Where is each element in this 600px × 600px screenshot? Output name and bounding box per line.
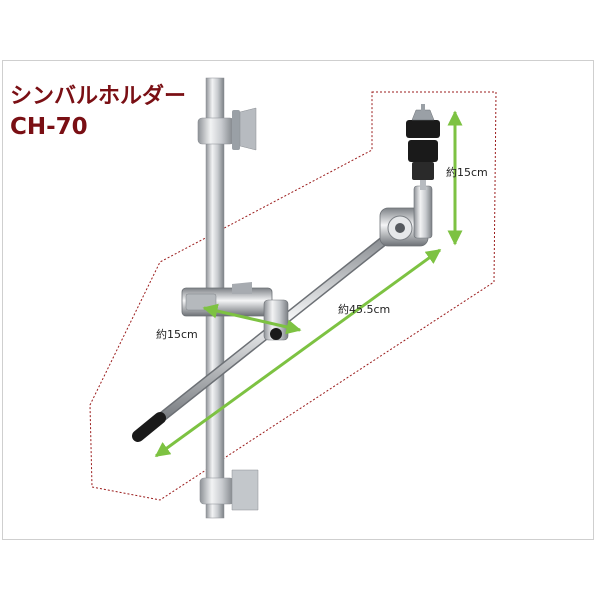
product-title: シンバルホルダー [10, 84, 187, 109]
clamp-width-label: 約15cm [156, 327, 198, 341]
clamp-width-arrow [202, 303, 302, 335]
measure-arrows [154, 110, 463, 458]
model-number: CH-70 [10, 114, 88, 140]
cymbal-mount [406, 104, 440, 190]
height-label: 約15cm [446, 165, 488, 179]
arm-length-label: 約45.5cm [338, 302, 390, 316]
pole-clamp-bracket [181, 282, 289, 341]
tilter-joint [379, 185, 433, 247]
arm-length-arrow [154, 248, 442, 458]
